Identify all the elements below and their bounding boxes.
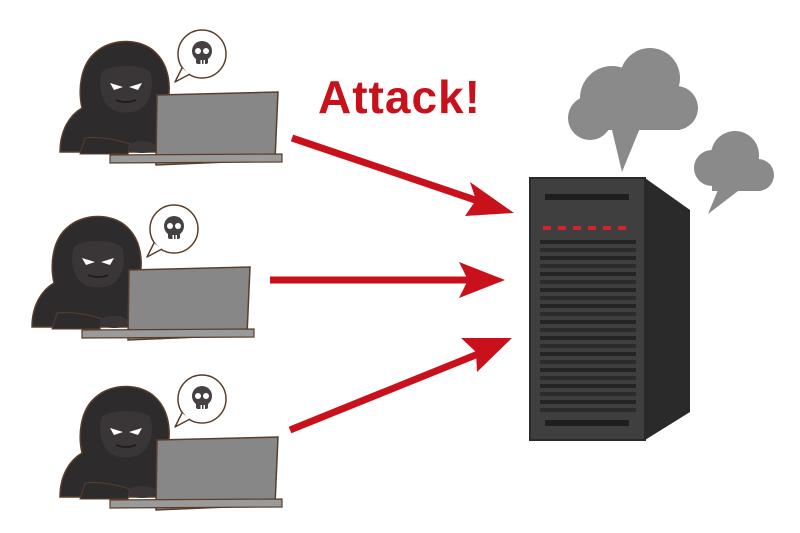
server-vent-slat: [540, 288, 636, 292]
server-vent-slat: [540, 408, 636, 412]
hacker-figure-3: [59, 374, 283, 511]
server-vent-slat: [540, 392, 636, 396]
server-tower: [529, 177, 690, 441]
attack-arrow-bottom: [288, 338, 512, 434]
server-vent-slat: [540, 360, 636, 364]
attack-caption: Attack!: [318, 71, 481, 123]
hacker-figure-2: [31, 204, 255, 341]
server-vent-slat: [540, 320, 636, 324]
server-vent-slat: [540, 328, 636, 332]
server-vent-slat: [540, 352, 636, 356]
attack-arrow-middle: [270, 262, 505, 298]
server-vent-slat: [540, 344, 636, 348]
server-vent-slat: [540, 384, 636, 388]
server-vent-slat: [540, 240, 636, 244]
server-vent-slat: [540, 312, 636, 316]
server-vent-slat: [540, 296, 636, 300]
server-vents: [540, 240, 636, 412]
server-status-leds: [543, 226, 626, 230]
server-vent-slat: [540, 400, 636, 404]
smoke-cloud-small: [694, 131, 774, 214]
server-vent-slat: [540, 280, 636, 284]
smoke-cloud-large: [568, 48, 698, 172]
server-vent-slat: [540, 248, 636, 252]
server-vent-slat: [540, 264, 636, 268]
server-vent-slat: [540, 368, 636, 372]
server-vent-slat: [540, 336, 636, 340]
attack-arrow-top: [290, 134, 514, 216]
server-vent-slat: [540, 256, 636, 260]
server-vent-slat: [540, 376, 636, 380]
hacker-figure-1: [59, 29, 283, 166]
server-vent-slat: [540, 304, 636, 308]
server-vent-slat: [540, 272, 636, 276]
